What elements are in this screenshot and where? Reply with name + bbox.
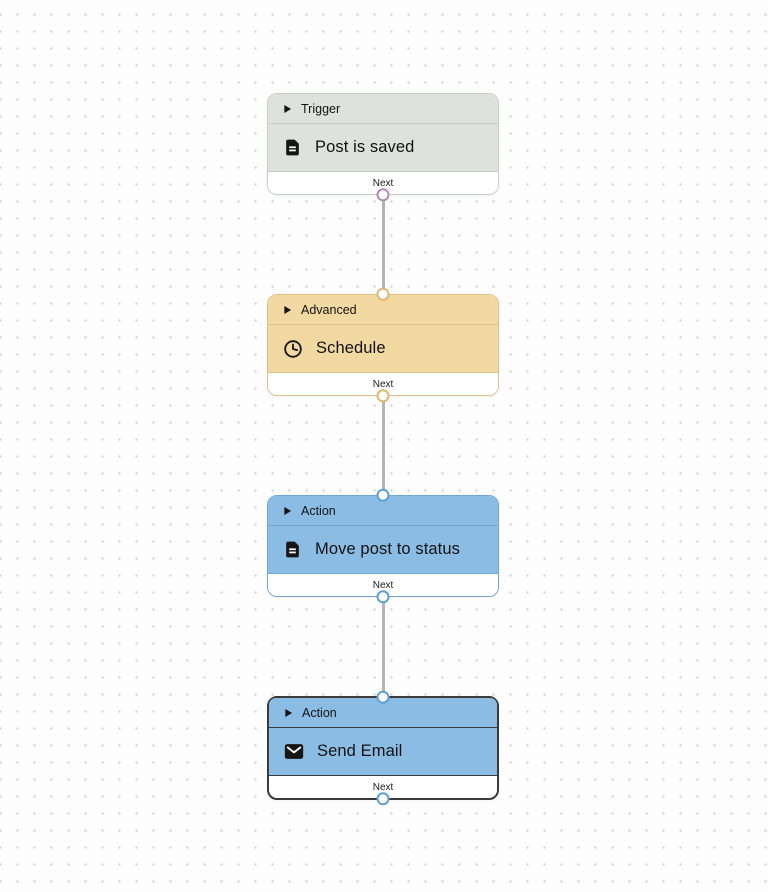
edge-schedule-to-move-post [381,391,385,499]
expand-triangle-icon[interactable] [284,708,293,718]
node-footer: Next [269,776,497,798]
next-label: Next [372,378,394,390]
node-footer: Next [268,574,498,596]
target-handle[interactable] [376,287,390,301]
node-title: Post is saved [315,138,415,156]
expand-triangle-icon[interactable] [283,305,292,315]
expand-triangle-icon[interactable] [283,104,292,114]
workflow-node-send-email[interactable]: Action Send Email Next [267,690,499,806]
node-category-label: Action [302,705,337,720]
node-category-label: Advanced [301,302,357,317]
node-category-label: Action [301,503,336,518]
file-text-icon [283,540,302,559]
node-title: Schedule [316,339,386,357]
next-label: Next [372,177,394,189]
node-title: Send Email [317,742,403,760]
source-handle[interactable] [376,590,390,604]
workflow-node-move-post-to-status[interactable]: Action Move post to status Next [267,488,499,604]
clock-icon [283,339,303,359]
node-category-label: Trigger [301,101,341,116]
file-text-icon [283,138,302,157]
edge-trigger-to-schedule [381,190,385,298]
node-body: Schedule [268,325,498,373]
source-handle[interactable] [376,792,390,806]
node-header[interactable]: Trigger [268,94,498,124]
expand-triangle-icon[interactable] [283,506,292,516]
workflow-node-schedule[interactable]: Advanced Schedule Next [267,287,499,403]
next-label: Next [372,781,394,793]
mail-icon [284,743,304,760]
node-body: Move post to status [268,526,498,574]
node-body: Send Email [269,728,497,776]
node-footer: Next [268,373,498,395]
source-handle[interactable] [376,188,390,202]
node-title: Move post to status [315,540,460,558]
source-handle[interactable] [376,389,390,403]
node-footer: Next [268,172,498,194]
target-handle[interactable] [376,488,390,502]
target-handle[interactable] [376,690,390,704]
edge-move-post-to-send-email [381,592,385,700]
next-label: Next [372,579,394,591]
workflow-node-trigger[interactable]: Trigger Post is saved Next [267,93,499,202]
node-body: Post is saved [268,124,498,172]
